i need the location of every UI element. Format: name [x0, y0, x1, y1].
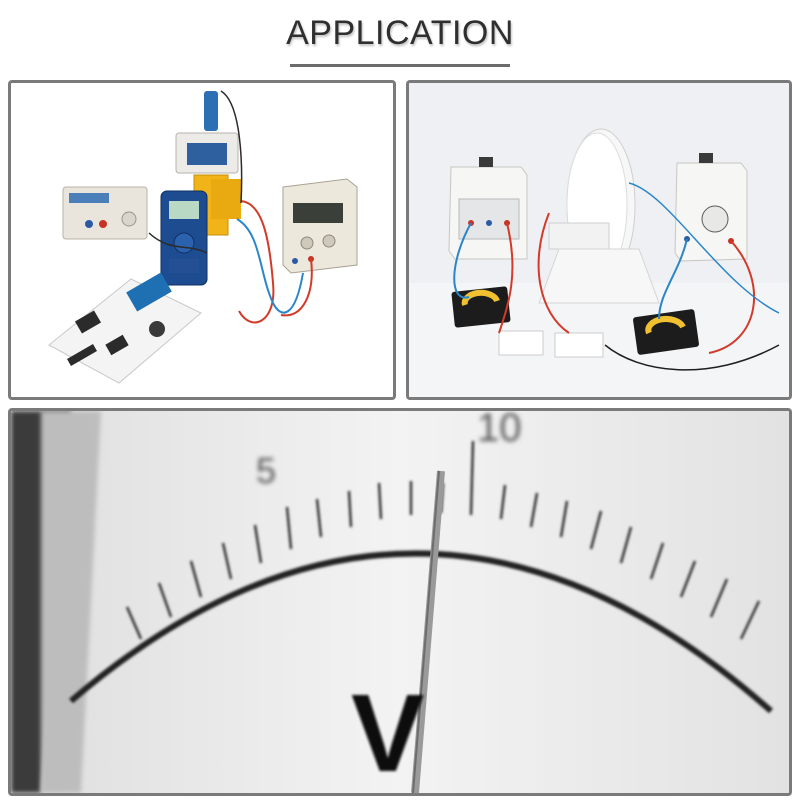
bench-setup-illustration	[11, 83, 393, 397]
scale-label-10: 10	[477, 411, 522, 450]
scale-tick-marks	[125, 440, 761, 640]
disk-experiment-illustration	[409, 83, 789, 397]
generator-box-left	[448, 157, 528, 260]
photo-panel-bench-setup	[8, 80, 396, 400]
photo-panel-voltmeter-closeup: 5 10 V	[8, 408, 792, 796]
handheld-meter	[160, 190, 208, 286]
rotating-disk	[538, 128, 660, 304]
photo-panel-disk-experiment	[406, 80, 792, 400]
title-underline	[290, 64, 510, 67]
page-title: APPLICATION	[286, 14, 514, 52]
unit-label-v: V	[351, 672, 424, 793]
analog-meter-right	[633, 309, 699, 355]
power-supply-left	[62, 186, 148, 240]
meter-needle	[411, 470, 445, 793]
scale-label-5: 5	[256, 450, 276, 491]
voltmeter-scale-illustration: 5 10 V	[11, 411, 789, 793]
bench-power-supply	[282, 178, 358, 274]
meter-scale-arc	[69, 440, 773, 714]
driver-module-board	[48, 272, 202, 384]
